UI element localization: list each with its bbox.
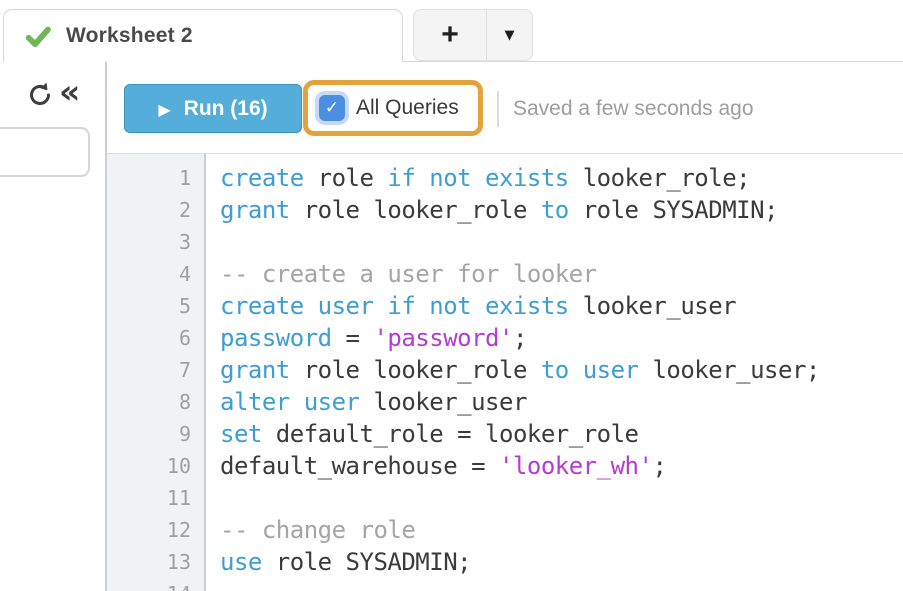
- code-text: create user if not exists looker_user: [206, 290, 737, 322]
- code-line[interactable]: 10 default_warehouse = 'looker_wh';: [107, 450, 903, 482]
- token-keyword: alter user: [220, 388, 360, 416]
- code-text: -- create a user for looker: [206, 258, 597, 290]
- line-number: 11: [166, 486, 191, 510]
- check-icon: [25, 26, 51, 48]
- code-text: grant role looker_role to user looker_us…: [206, 354, 820, 386]
- sidebar-editor-divider: [105, 62, 107, 591]
- line-number: 5: [178, 294, 191, 318]
- token-keyword: grant: [220, 196, 290, 224]
- code-text: use role SYSADMIN;: [206, 546, 472, 578]
- refresh-icon[interactable]: [26, 81, 54, 109]
- all-queries-checkbox[interactable]: ✓: [319, 95, 345, 121]
- token-keyword: to user: [540, 356, 639, 384]
- all-queries-label: All Queries: [356, 96, 459, 119]
- code-text: grant role looker_role to role SYSADMIN;: [206, 194, 779, 226]
- tab-bar-bottom-border: [403, 61, 903, 62]
- collapse-sidebar-icon[interactable]: «: [59, 72, 81, 111]
- run-button-label: Run (16): [183, 96, 268, 120]
- token-keyword: use: [220, 548, 262, 576]
- code-line[interactable]: 13 use role SYSADMIN;: [107, 546, 903, 578]
- code-text: [206, 226, 220, 258]
- code-line[interactable]: 12 -- change role: [107, 514, 903, 546]
- tab-button-divider: [486, 10, 487, 60]
- code-text: password = 'password';: [206, 322, 527, 354]
- code-line[interactable]: 9 set default_role = looker_role: [107, 418, 903, 450]
- token-plain: role: [303, 164, 388, 192]
- sidebar-search-input[interactable]: [0, 127, 90, 177]
- token-keyword: to: [540, 196, 569, 224]
- token-plain: looker_user: [568, 292, 737, 320]
- play-icon: ▶: [158, 99, 171, 119]
- code-line[interactable]: 8 alter user looker_user: [107, 386, 903, 418]
- code-line[interactable]: 2 grant role looker_role to role SYSADMIN…: [107, 194, 903, 226]
- token-plain: role SYSADMIN;: [568, 196, 779, 224]
- line-number: 2: [178, 198, 191, 222]
- code-line[interactable]: 14: [107, 578, 903, 591]
- worksheet-menu-button[interactable]: ▼: [487, 10, 532, 60]
- caret-down-icon: ▼: [504, 27, 515, 43]
- new-worksheet-button[interactable]: +: [414, 10, 486, 60]
- token-plain: role looker_role: [289, 196, 541, 224]
- toolbar-divider: [497, 91, 499, 127]
- token-plain: looker_user: [359, 388, 527, 416]
- plus-icon: +: [441, 18, 459, 51]
- line-number: 12: [166, 518, 191, 542]
- tab-button-group: + ▼: [413, 9, 533, 61]
- code-text: default_warehouse = 'looker_wh';: [206, 450, 667, 482]
- token-string: 'password': [373, 324, 513, 352]
- token-plain: looker_role;: [568, 164, 751, 192]
- line-number: 7: [178, 358, 191, 382]
- token-plain: =: [331, 324, 374, 352]
- token-keyword: if not exists: [387, 164, 569, 192]
- line-number: 10: [166, 454, 191, 478]
- code-line[interactable]: 5 create user if not exists looker_user: [107, 290, 903, 322]
- saved-status-text: Saved a few seconds ago: [513, 97, 754, 120]
- line-number: 13: [166, 550, 191, 574]
- line-number: 9: [178, 422, 191, 446]
- code-text: [206, 482, 220, 514]
- tab-worksheet-2[interactable]: Worksheet 2: [3, 9, 403, 62]
- token-plain: ;: [652, 452, 667, 480]
- token-plain: looker_user;: [638, 356, 820, 384]
- line-number: 8: [178, 390, 191, 414]
- code-line[interactable]: 6 password = 'password';: [107, 322, 903, 354]
- line-number: 6: [178, 326, 191, 350]
- code-line[interactable]: 1 create role if not exists looker_role;: [107, 162, 903, 194]
- run-button[interactable]: ▶ Run (16): [124, 84, 302, 133]
- checkbox-check-icon: ✓: [324, 98, 340, 118]
- code-line[interactable]: 4 -- create a user for looker: [107, 258, 903, 290]
- token-keyword: create user if not exists: [220, 292, 569, 320]
- all-queries-highlight-box: ✓ All Queries: [303, 80, 483, 136]
- token-keyword: create: [220, 164, 304, 192]
- token-keyword: grant: [220, 356, 290, 384]
- editor-top-border: [107, 153, 903, 154]
- token-plain: role looker_role: [289, 356, 541, 384]
- tab-title: Worksheet 2: [66, 24, 193, 47]
- token-keyword: set: [220, 420, 262, 448]
- line-number: 14: [107, 578, 206, 591]
- line-number: 4: [178, 262, 191, 286]
- token-keyword: password: [220, 324, 332, 352]
- code-text: alter user looker_user: [206, 386, 527, 418]
- token-plain: ;: [512, 324, 527, 352]
- code-text: set default_role = looker_role: [206, 418, 639, 450]
- code-line[interactable]: 3: [107, 226, 903, 258]
- code-line[interactable]: 11: [107, 482, 903, 514]
- token-plain: default_role = looker_role: [261, 420, 639, 448]
- code-text: create role if not exists looker_role;: [206, 162, 751, 194]
- line-number-gutter: [107, 154, 206, 591]
- token-plain: default_warehouse =: [220, 452, 499, 480]
- line-number: 1: [178, 166, 191, 190]
- code-text: -- change role: [206, 514, 416, 546]
- token-string: 'looker_wh': [498, 452, 653, 480]
- code-line[interactable]: 7 grant role looker_role to user looker_u…: [107, 354, 903, 386]
- line-number: 3: [178, 230, 191, 254]
- token-comment: -- change role: [220, 516, 416, 544]
- token-plain: role SYSADMIN;: [261, 548, 472, 576]
- code-text: [206, 578, 220, 591]
- token-comment: -- create a user for looker: [220, 260, 597, 288]
